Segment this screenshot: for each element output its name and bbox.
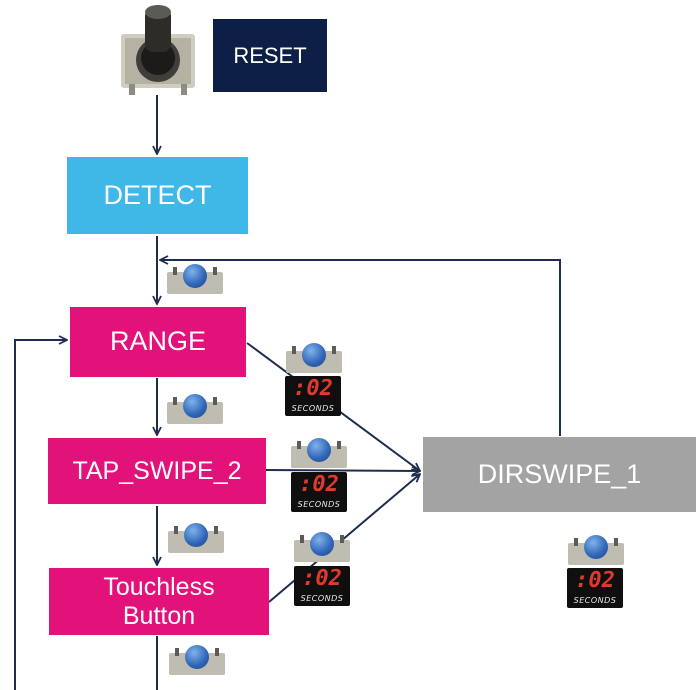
dirswipe-1-state: DIRSWIPE_1 [423,437,696,512]
push-button-icon [121,5,195,95]
blue-push-button-icon [169,645,225,677]
arrow-loop-back-to-range [14,340,67,690]
timer-digits: :02 [302,566,342,591]
blue-push-button-icon [568,535,624,567]
timer-unit: SECONDS [297,500,341,509]
touchless-label-line2: Button [122,601,196,630]
reset-state: RESET [213,19,327,92]
range-state: RANGE [70,307,246,377]
reset-label: RESET [233,42,307,68]
timer-digits: :02 [299,472,339,497]
timer-digits: :02 [575,568,615,593]
touchless-label-line1: Touchless [103,572,215,601]
arrow-dirswipe-back-to-detect-range [160,260,561,436]
blue-push-button-icon [168,523,224,555]
timer-display-icon: :02 SECONDS [291,472,347,512]
detect-label: DETECT [103,179,212,210]
tap-swipe-2-label: TAP_SWIPE_2 [72,456,242,485]
timer-display-icon: :02 SECONDS [567,568,623,608]
range-label: RANGE [109,326,207,357]
timer-digits: :02 [293,376,333,401]
tap-swipe-2-state: TAP_SWIPE_2 [48,438,266,504]
blue-push-button-icon [167,264,223,296]
blue-push-button-icon [294,532,350,564]
touchless-button-state: Touchless Button [49,568,269,635]
timer-display-icon: :02 SECONDS [285,376,341,416]
timer-unit: SECONDS [300,594,344,603]
dirswipe-1-label: DIRSWIPE_1 [477,458,642,489]
blue-push-button-icon [291,438,347,470]
detect-state: DETECT [67,157,248,234]
timer-unit: SECONDS [291,404,335,413]
timer-unit: SECONDS [573,596,617,605]
arrow-tap-to-dirswipe [265,470,420,471]
blue-push-button-icon [167,394,223,426]
blue-push-button-icon [286,343,342,375]
timer-display-icon: :02 SECONDS [294,566,350,606]
